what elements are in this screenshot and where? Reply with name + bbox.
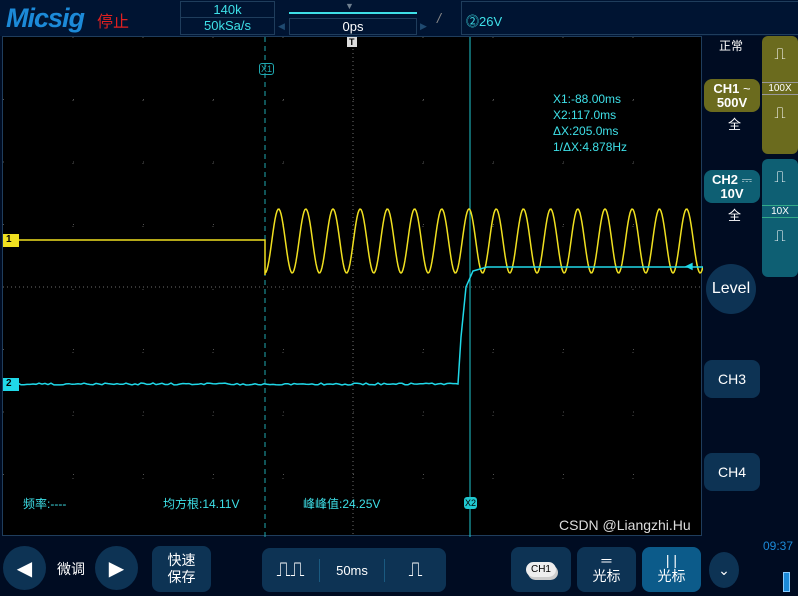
trigger-position[interactable]: 0ps (289, 18, 417, 35)
ch1-scale: 500V (717, 95, 747, 110)
rising-edge-icon[interactable]: / (437, 10, 441, 26)
timebase-control[interactable]: ⎍⎍ 50ms ⎍ (262, 548, 446, 592)
collapse-icon[interactable]: ⌄ (709, 552, 739, 588)
scale-down-icon[interactable]: ⎍ (762, 228, 798, 246)
ch1-bandwidth[interactable]: 全 (728, 114, 741, 133)
fine-tune-label: 微调 (57, 559, 85, 579)
fine-tune-right-button[interactable]: ▶ (95, 546, 138, 590)
ch2-button[interactable]: CH2 ⎓10V (704, 170, 760, 203)
brand-logo: Micsig (6, 3, 84, 34)
fine-tune-left-button[interactable]: ◀ (3, 546, 46, 590)
ch2-name: CH2 (712, 172, 738, 187)
vertical-cursor-label: 光标 (658, 566, 686, 586)
horizontal-cursor-button[interactable]: ═ 光标 (577, 547, 636, 592)
trigger-marker[interactable]: T (347, 37, 357, 47)
horizontal-cursor-icon: ═ (602, 554, 612, 566)
vertical-cursor-icon: | | (666, 554, 677, 566)
trigger-position-marker: ▼ (345, 1, 354, 11)
watermark: CSDN @Liangzhi.Hu (559, 517, 691, 533)
scale-down-icon[interactable]: ⎍ (762, 105, 798, 123)
scale-up-icon[interactable]: ⎍ (762, 46, 798, 64)
quick-save-label-2: 保存 (168, 569, 196, 586)
measure-pkpk[interactable]: 峰峰值:24.25V (303, 495, 380, 512)
cursor-readout: X1:-88.00ms X2:117.0ms ΔX:205.0ms 1/ΔX:4… (553, 91, 627, 155)
ch2-scale: 10V (720, 186, 743, 201)
trigger-level[interactable]: ⓶26V (461, 1, 798, 35)
level-knob[interactable]: Level (706, 264, 756, 314)
memory-depth[interactable]: 140k (180, 1, 275, 18)
measure-rms[interactable]: 均方根:14.11V (163, 495, 239, 512)
ch2-offset-marker[interactable]: 2 (3, 378, 19, 391)
channel-select-button[interactable]: CH1 (511, 547, 571, 592)
vertical-cursor-button[interactable]: | | 光标 (642, 547, 701, 592)
battery-icon (783, 572, 790, 592)
quick-save-button[interactable]: 快速保存 (152, 546, 211, 592)
timebase-decrease-icon[interactable]: ⎍⎍ (262, 559, 320, 582)
scale-up-icon[interactable]: ⎍ (762, 169, 798, 187)
measure-frequency[interactable]: 频率:---- (23, 495, 66, 512)
cursor-x1-label[interactable]: X1 (259, 63, 274, 75)
trigger-mode[interactable]: 正常 (719, 37, 743, 54)
cursor-invdx-value: 1/ΔX:4.878Hz (553, 139, 627, 155)
right-arrow-icon[interactable]: ▶ (420, 21, 427, 32)
cursor-x2-label[interactable]: X2 (464, 497, 477, 509)
ch3-button[interactable]: CH3 (704, 360, 760, 398)
clock: 09:37 (763, 539, 793, 553)
ch2-scale-control[interactable]: ⎍ 10X ⎍ (762, 159, 798, 277)
quick-save-label-1: 快速 (168, 552, 196, 569)
top-bar: Micsig 停止 140k 50kSa/s ▼ ◀ 0ps ▶ / ⓶26V (0, 0, 798, 36)
horizontal-cursor-label: 光标 (593, 566, 621, 586)
ch2-coupling: ⎓ (742, 172, 752, 187)
cursor-x2-value: X2:117.0ms (553, 107, 627, 123)
sample-rate[interactable]: 50kSa/s (180, 17, 275, 35)
ch1-coupling: ~ (743, 81, 751, 96)
ch2-probe: 10X (762, 205, 798, 218)
ch1-offset-marker[interactable]: 1 (3, 234, 19, 247)
run-state[interactable]: 停止 (97, 8, 129, 32)
ch4-button[interactable]: CH4 (704, 453, 760, 491)
trigger-level-marker[interactable]: ◀ (685, 261, 693, 272)
ch1-probe: 100X (762, 82, 798, 95)
cursor-dx-value: ΔX:205.0ms (553, 123, 627, 139)
cursor-x1-value: X1:-88.00ms (553, 91, 627, 107)
timebase-increase-icon[interactable]: ⎍ (384, 559, 446, 582)
waveform-display[interactable]: X1 X2 T 1 2 ◀ X1:-88.00ms X2:117.0ms ΔX:… (2, 36, 702, 536)
timebase-value: 50ms (336, 563, 368, 578)
ch2-bandwidth[interactable]: 全 (728, 205, 741, 224)
ch1-name: CH1 (713, 81, 739, 96)
ch1-button[interactable]: CH1 ~500V (704, 79, 760, 112)
ch1-scale-control[interactable]: ⎍ 100X ⎍ (762, 36, 798, 154)
left-arrow-icon[interactable]: ◀ (278, 21, 285, 32)
memory-position-bar[interactable] (289, 12, 417, 14)
ch1-select-icon: CH1 (526, 562, 556, 577)
